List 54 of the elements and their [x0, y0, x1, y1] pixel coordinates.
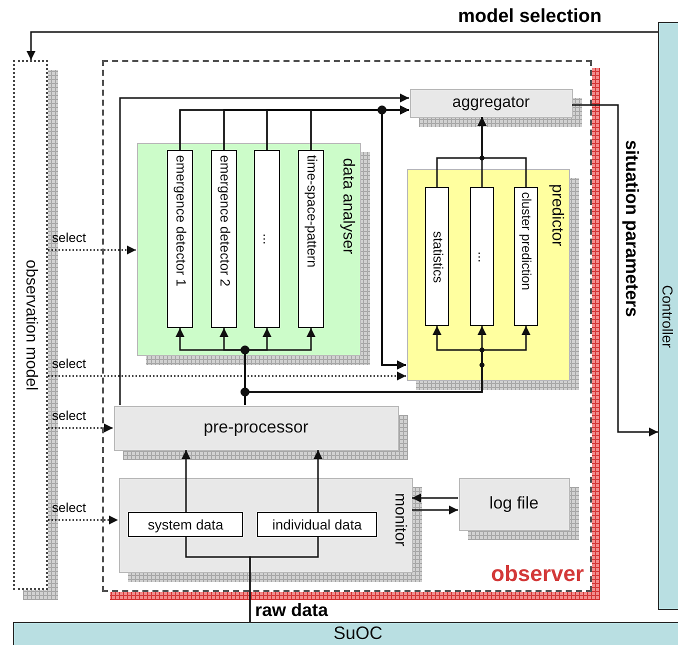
- arrow: [572, 104, 658, 436]
- connector-line: [249, 537, 319, 622]
- component-box: [118, 478, 412, 572]
- node-label: observation model: [22, 260, 40, 390]
- node-label: system data: [148, 516, 224, 532]
- node-label: ...: [474, 250, 490, 262]
- model-panel: [13, 60, 48, 590]
- data-box: [128, 512, 243, 537]
- edge-label: select: [52, 501, 86, 516]
- module-box: [167, 150, 193, 328]
- node-label: SuOC: [333, 624, 383, 644]
- arrow: [478, 117, 527, 187]
- module-box: [211, 150, 237, 328]
- edge-label: select: [52, 409, 86, 424]
- module-box: [254, 150, 280, 328]
- node-label: ...: [260, 233, 274, 245]
- edge-label: select: [52, 231, 86, 246]
- component-box: [136, 142, 360, 356]
- dotted-arrow: [48, 424, 113, 432]
- arrow: [310, 109, 406, 370]
- edge-label: situation parameters: [621, 140, 641, 318]
- module-box: [298, 150, 324, 328]
- node-label: cluster prediction: [518, 192, 534, 290]
- node-label: emergence detector 1: [172, 155, 188, 286]
- node-label: Controller: [659, 285, 674, 348]
- module-box: [470, 187, 494, 326]
- dotted-arrow: [48, 372, 406, 380]
- arrow: [412, 506, 458, 514]
- node-label: emergence detector 2: [216, 155, 232, 286]
- arrow: [412, 494, 458, 502]
- dotted-arrow: [48, 246, 136, 254]
- node-label: time-space-pattern: [304, 155, 318, 268]
- component-box: [410, 88, 572, 118]
- node-label: log file: [489, 494, 539, 514]
- component-box: [406, 168, 570, 380]
- node-label: monitor: [390, 492, 408, 546]
- node-label: statistics: [430, 230, 444, 282]
- data-box: [257, 512, 377, 537]
- arrow: [314, 450, 322, 512]
- node-label: individual data: [272, 516, 362, 532]
- node-label: predictor: [548, 184, 566, 246]
- node-label: aggregator: [452, 94, 530, 112]
- component-box: [114, 406, 398, 450]
- node-label: pre-processor: [204, 418, 308, 438]
- dotted-arrow: [48, 516, 118, 524]
- edge-label: select: [52, 357, 86, 372]
- component-box: [458, 478, 570, 530]
- module-box: [425, 187, 449, 326]
- arrow: [119, 94, 409, 405]
- arrow: [182, 450, 190, 512]
- node-label: observer: [491, 562, 584, 586]
- arrow: [26, 31, 658, 60]
- module-box: [514, 187, 538, 326]
- node-label: data analyser: [338, 158, 356, 254]
